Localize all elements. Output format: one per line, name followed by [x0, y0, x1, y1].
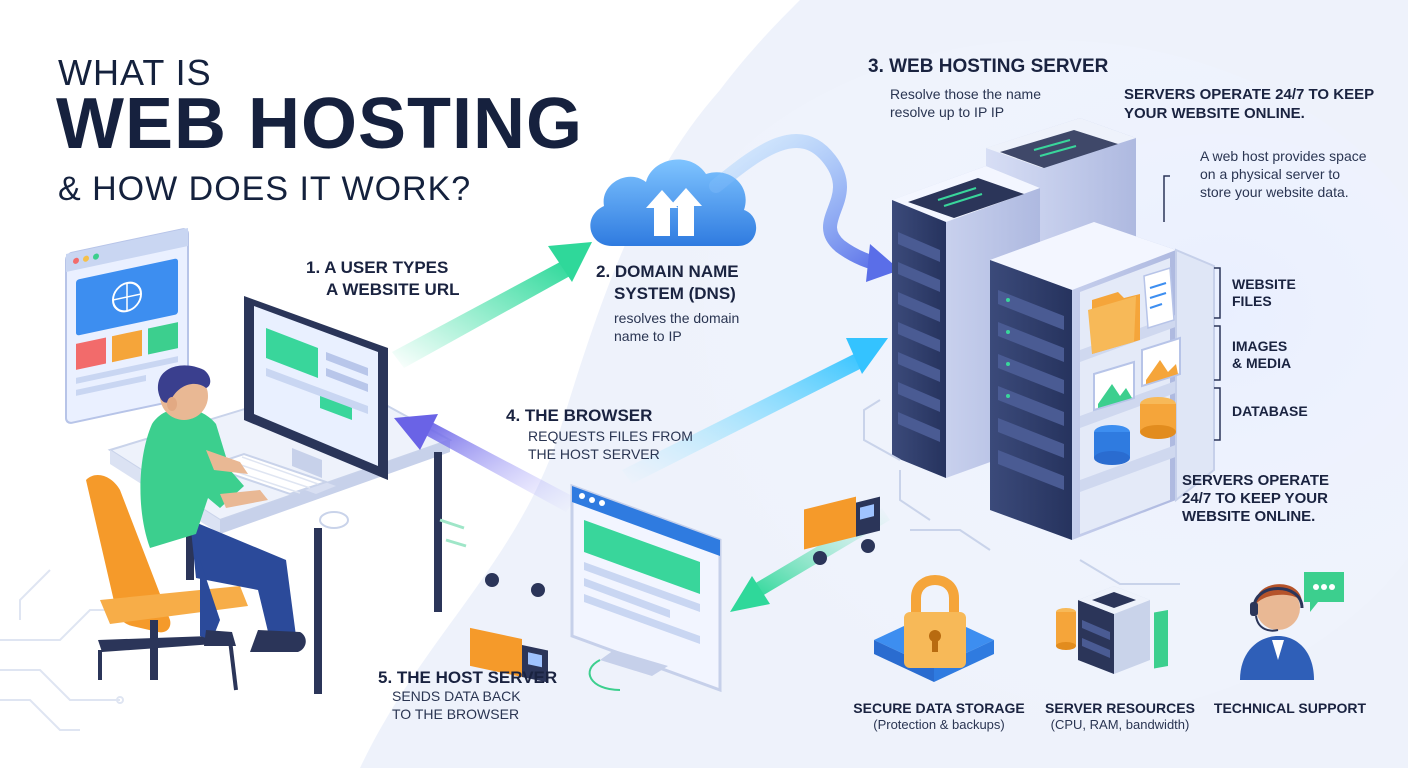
server-resources-icon [1056, 586, 1168, 674]
title-line-2: WEB HOSTING [56, 84, 583, 164]
shelf-label-brackets [1163, 175, 1221, 441]
browser-window-icon [65, 228, 189, 424]
arrow-dns-to-server [709, 134, 900, 282]
browser-monitor [570, 483, 722, 693]
step1-line1: 1. A USER TYPES [306, 258, 449, 277]
feature-support-title: TECHNICAL SUPPORT [1213, 700, 1367, 716]
server-note-top-2: YOUR WEBSITE ONLINE. [1124, 105, 1305, 122]
step4-desc1: REQUESTS FILES FROM [528, 428, 693, 444]
feature-resources-title: SERVER RESOURCES [1045, 700, 1195, 716]
secure-lock-icon [874, 575, 994, 682]
server-circuit-traces [863, 399, 1180, 585]
server-note-bottom-3: WEBSITE ONLINE. [1182, 508, 1316, 525]
shelf-label-media-1: IMAGES [1232, 338, 1288, 354]
server-note-top-1: SERVERS OPERATE 24/7 TO KEEP [1124, 86, 1375, 103]
delivery-truck-left [439, 518, 548, 683]
person-user [140, 365, 306, 652]
step3-desc1: Resolve those the name [890, 86, 1041, 102]
step2-title1: 2. DOMAIN NAME [596, 262, 739, 281]
server-note-bottom-1: SERVERS OPERATE [1182, 472, 1329, 489]
technical-support-agent-icon [1240, 572, 1344, 680]
server-note-bottom-2: 24/7 TO KEEP YOUR [1182, 490, 1328, 507]
chat-bubble-icon [1304, 572, 1344, 612]
document-file-icon [1143, 267, 1175, 329]
step3-title: 3. WEB HOSTING SERVER [868, 56, 1109, 77]
shelf-label-files-1: WEBSITE [1232, 276, 1296, 292]
image-media-icon [1093, 336, 1181, 412]
ram-stick-icon [1154, 610, 1168, 669]
server-note-space-3: store your website data. [1200, 184, 1349, 200]
step2-title2: SYSTEM (DNS) [614, 284, 736, 303]
delivery-truck-right [804, 496, 880, 565]
mouse [319, 511, 349, 529]
feature-storage-title: SECURE DATA STORAGE [853, 700, 1025, 716]
step1-line2: A WEBSITE URL [326, 280, 460, 299]
folder-icon [1088, 292, 1140, 354]
arrow-user-to-dns [392, 242, 592, 368]
step2-desc2: name to IP [614, 328, 682, 344]
step3-desc2: resolve up to IP IP [890, 104, 1005, 120]
step5-title: 5. THE HOST SERVER [378, 668, 558, 687]
step4-title: 4. THE BROWSER [506, 406, 653, 425]
step5-desc1: SENDS DATA BACK [392, 688, 521, 704]
arrow-browser-to-user [394, 414, 576, 512]
step5-desc2: TO THE BROWSER [392, 706, 520, 722]
database-icon [1094, 397, 1176, 465]
arrow-browser-to-server [622, 338, 888, 484]
shelf-label-database: DATABASE [1232, 403, 1308, 419]
shelf-label-media-2: & MEDIA [1232, 355, 1292, 371]
title-line-1: WHAT IS [58, 52, 212, 93]
server-note-space-2: on a physical server to [1200, 166, 1341, 182]
desktop-monitor [244, 296, 388, 494]
feature-resources-sub: (CPU, RAM, bandwidth) [1050, 717, 1190, 732]
feature-storage-sub: (Protection & backups) [873, 717, 1005, 732]
shelf-label-files-2: FILES [1232, 293, 1272, 309]
step2-desc1: resolves the domain [614, 310, 740, 326]
server-note-space-1: A web host provides space [1200, 148, 1367, 164]
title-line-3: & HOW DOES IT WORK? [58, 170, 472, 208]
step4-desc2: THE HOST SERVER [528, 446, 660, 462]
